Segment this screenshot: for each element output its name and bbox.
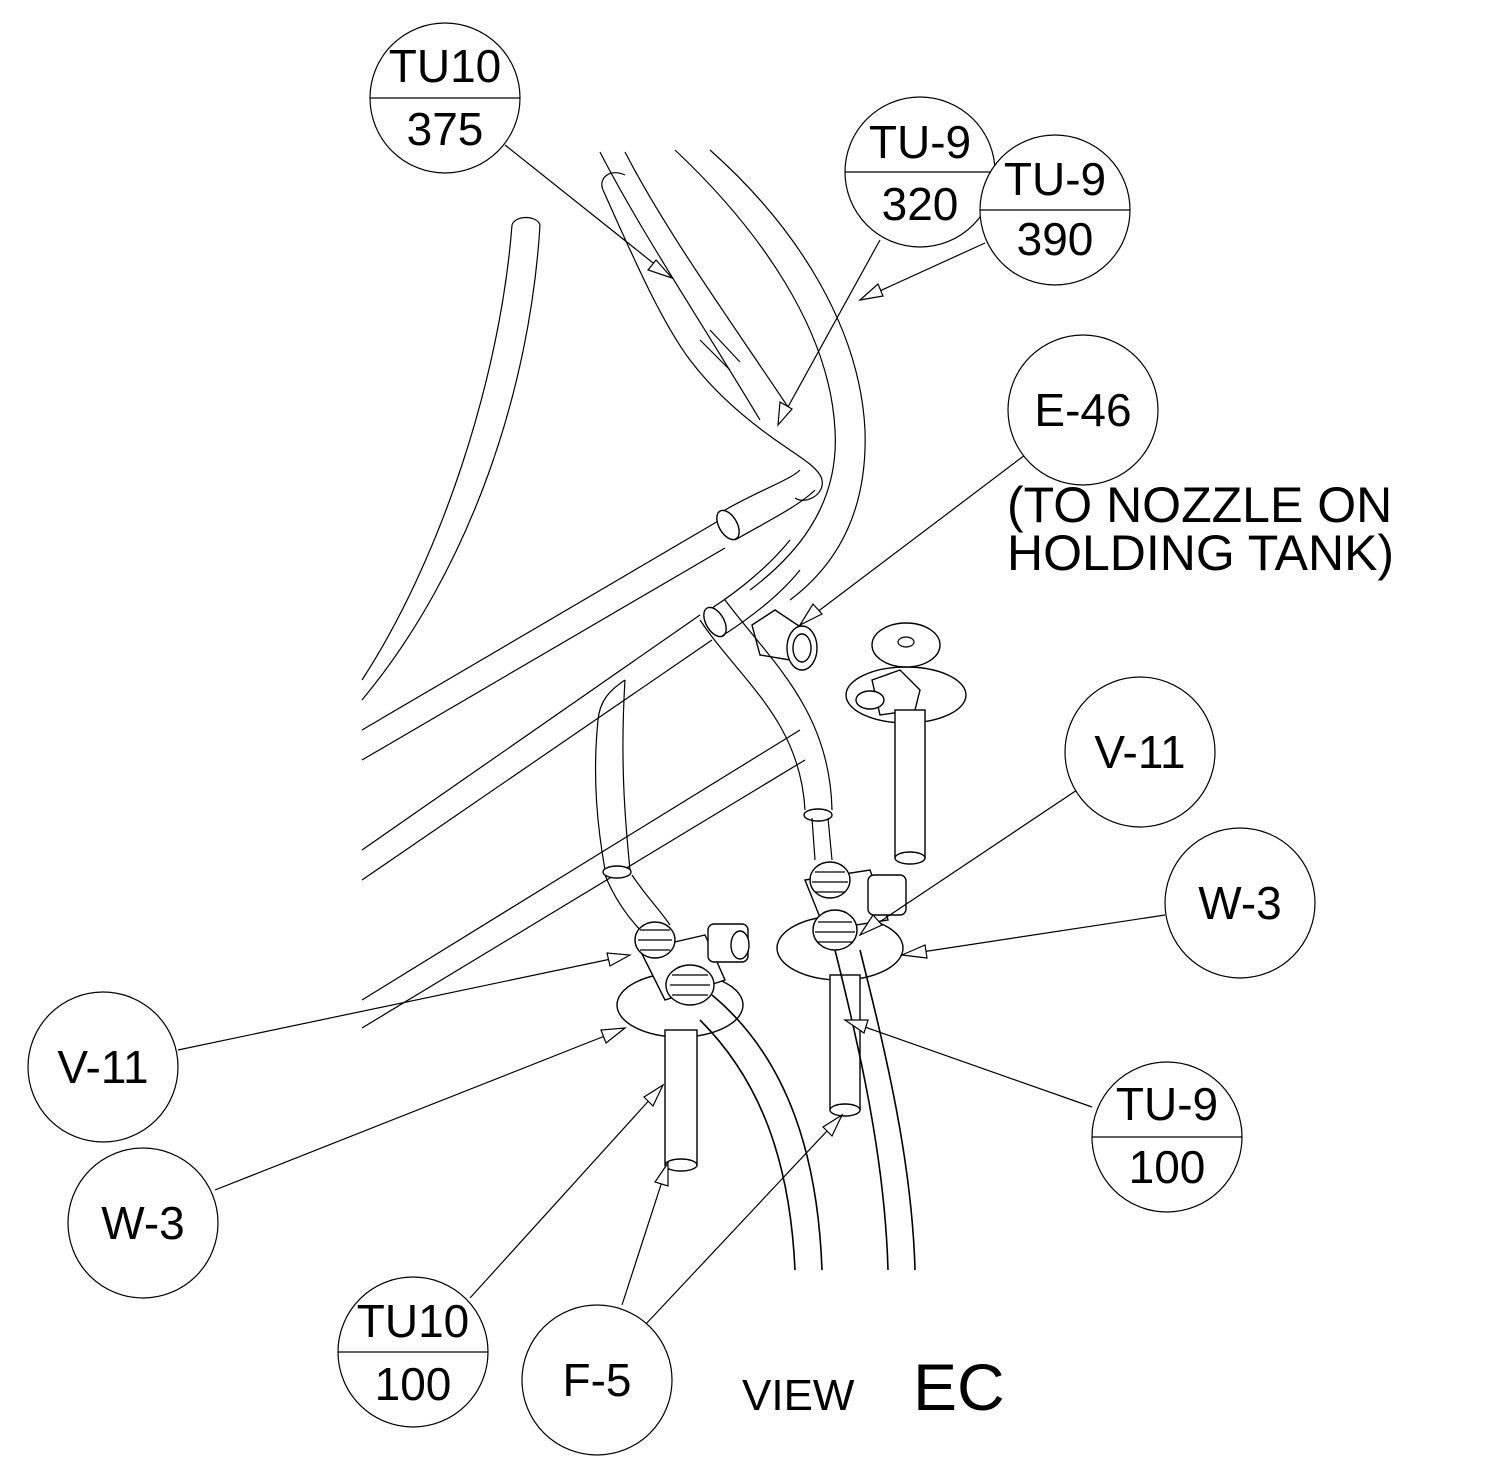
callout-v11-right: V-11 <box>1064 676 1216 828</box>
callout-part-code: V-11 <box>1094 726 1185 778</box>
callout-part-code: TU10 <box>357 1295 469 1347</box>
callout-tu9-320: TU-9 320 <box>844 96 996 248</box>
callout-quantity: 375 <box>407 103 484 155</box>
callout-e46: E-46 <box>1007 334 1159 486</box>
leader-lines <box>177 144 1166 1326</box>
callout-part-code: V-11 <box>57 1041 148 1093</box>
tubing-linework <box>361 149 967 1271</box>
callout-part-code: TU-9 <box>1116 1078 1218 1130</box>
callout-w3-right: W-3 <box>1164 827 1316 979</box>
callout-w3-left: W-3 <box>67 1147 219 1299</box>
callout-quantity: 100 <box>375 1358 452 1410</box>
callout-part-code: F-5 <box>563 1354 632 1406</box>
shutoff-valve-upper <box>845 622 967 865</box>
callout-quantity: 100 <box>1129 1141 1206 1193</box>
callout-part-code: TU10 <box>389 40 501 92</box>
note-line-2: HOLDING TANK) <box>1007 525 1394 581</box>
view-prefix: VIEW <box>742 1371 855 1420</box>
callout-part-code: W-3 <box>101 1197 185 1249</box>
callout-part-code: TU-9 <box>1004 153 1106 205</box>
callout-part-code: TU-9 <box>869 116 971 168</box>
callout-quantity: 390 <box>1017 213 1094 265</box>
callout-part-code: E-46 <box>1034 384 1131 436</box>
callout-tu9-100: TU-9 100 <box>1091 1061 1243 1213</box>
note-line-1: (TO NOZZLE ON <box>1007 477 1392 533</box>
view-name: EC <box>913 1350 1005 1424</box>
shutoff-valve-left <box>616 921 750 1172</box>
callout-tu10-100: TU10 100 <box>337 1276 489 1428</box>
shutoff-valve-right <box>776 861 907 1117</box>
callout-tu10-375: TU10 375 <box>369 22 521 174</box>
callout-part-code: W-3 <box>1198 877 1282 929</box>
callout-quantity: 320 <box>882 178 959 230</box>
callout-v11-left: V-11 <box>27 991 179 1143</box>
callout-tu9-390: TU-9 390 <box>979 134 1131 286</box>
view-title: VIEW EC <box>742 1350 1005 1424</box>
elbow-fitting <box>751 609 818 671</box>
callout-f5: F-5 <box>521 1304 673 1456</box>
